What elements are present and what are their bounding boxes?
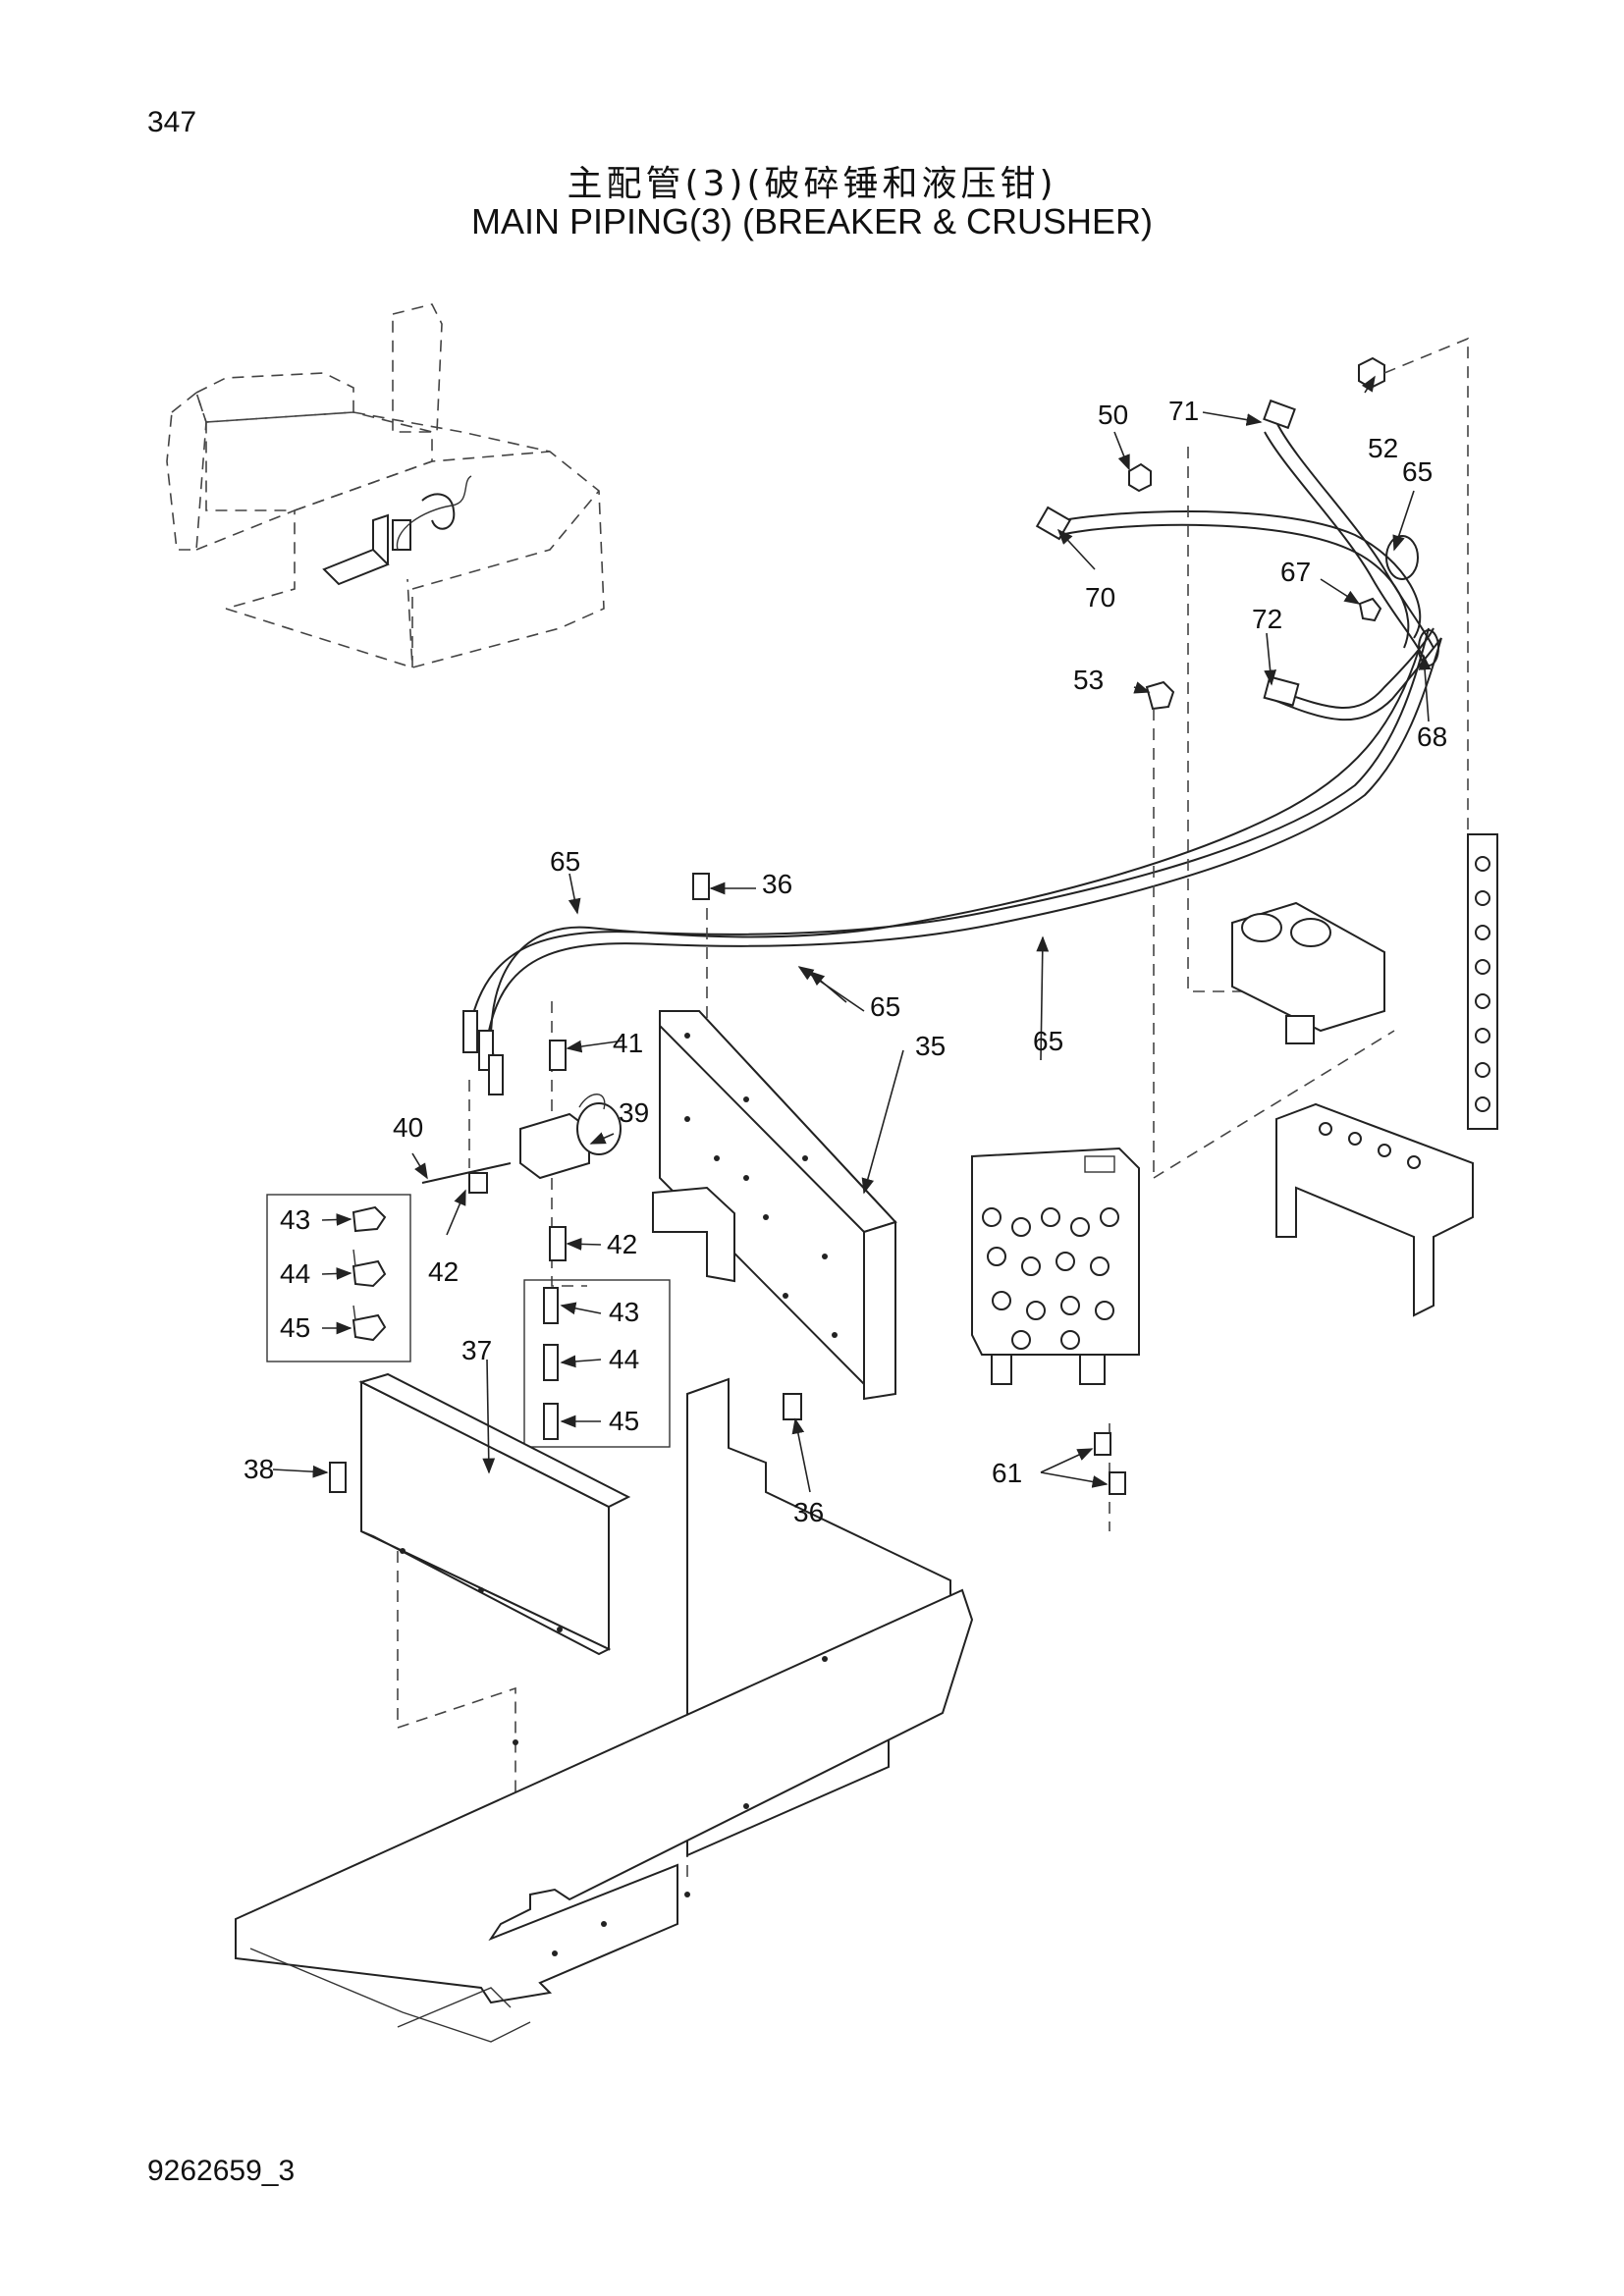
callout-40: 40 — [393, 1112, 423, 1143]
callout-43: 43 — [609, 1297, 639, 1327]
callout-52: 52 — [1368, 433, 1398, 463]
callout-36: 36 — [762, 869, 792, 899]
callout-37: 37 — [461, 1335, 492, 1365]
solenoid-valve-39 — [421, 1094, 622, 1194]
callout-35: 35 — [915, 1031, 946, 1061]
callout-36: 36 — [793, 1497, 824, 1527]
cover-plate-37 — [329, 1372, 631, 1656]
callout-65: 65 — [870, 991, 900, 1022]
callout-labels: 50 71 52 65 70 67 72 53 68 65 36 41 65 6… — [244, 396, 1447, 1527]
callout-65: 65 — [1402, 456, 1433, 487]
callout-65: 65 — [1033, 1026, 1063, 1056]
page-title-chinese: 主配管(3)(破碎锤和液压钳) — [567, 164, 1057, 204]
bolts-36 — [692, 873, 802, 1420]
callout-39: 39 — [619, 1097, 649, 1128]
control-valve-block — [971, 1147, 1140, 1495]
callout-71: 71 — [1168, 396, 1199, 426]
callout-44: 44 — [280, 1258, 310, 1289]
hose-ends-left — [462, 1010, 567, 1261]
fittings-box-middle — [523, 1279, 671, 1448]
callout-65: 65 — [550, 846, 580, 877]
page-number: 347 — [147, 106, 197, 138]
fittings-box-left — [266, 1194, 411, 1362]
callout-43: 43 — [280, 1204, 310, 1235]
callout-53: 53 — [1073, 665, 1104, 695]
machine-overview-illustration — [166, 303, 605, 669]
callout-42: 42 — [428, 1256, 459, 1287]
callout-61: 61 — [992, 1458, 1022, 1488]
right-manifold-bracket — [1275, 833, 1498, 1317]
callout-70: 70 — [1085, 582, 1115, 613]
callout-44: 44 — [609, 1344, 639, 1374]
callout-45: 45 — [609, 1406, 639, 1436]
document-code: 9262659_3 — [147, 2155, 296, 2187]
callout-50: 50 — [1098, 400, 1128, 430]
selector-valve — [1231, 901, 1385, 1044]
page-title-english: MAIN PIPING(3) (BREAKER & CRUSHER) — [470, 201, 1154, 241]
callout-45: 45 — [280, 1312, 310, 1343]
callout-41: 41 — [613, 1028, 643, 1058]
bracket-plate-35 — [652, 1010, 897, 1401]
callout-67: 67 — [1280, 557, 1311, 587]
callout-72: 72 — [1252, 604, 1282, 634]
floor-panel — [235, 1377, 974, 2043]
leader-lines — [272, 375, 1432, 1493]
callout-38: 38 — [244, 1454, 274, 1484]
callout-42: 42 — [607, 1229, 637, 1259]
callout-68: 68 — [1417, 721, 1447, 752]
